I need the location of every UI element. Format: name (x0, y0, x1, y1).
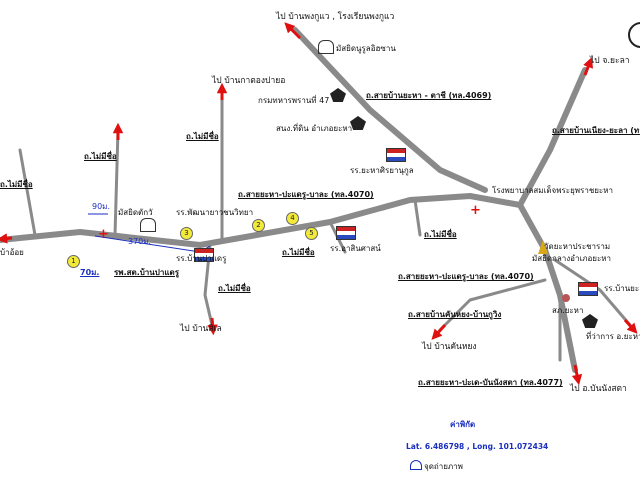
label-no-name-left: ถ.ไม่มีชื่อ (0, 180, 33, 189)
label-road-yala: ถ.สายบ้านเนียง-ยะลา (ทล.) (552, 126, 640, 135)
photo-marker-3[interactable]: 3 (180, 227, 193, 240)
road-ban-katong (113, 128, 120, 237)
arrow-kanhong (431, 323, 447, 340)
photo-marker-5[interactable]: 5 (305, 227, 318, 240)
road-center2 (413, 198, 422, 237)
label-no-name-center: ถ.ไม่มีชื่อ (424, 230, 457, 239)
label-school-padaeru: รร.บ้านปาแดรู (176, 254, 227, 263)
label-district-hall: ที่ว่าการ อ.ยะหา (586, 332, 640, 341)
label-road-4070-right: ถ.สายยะหา-ปะแดรู-บาละ (ทล.4070) (398, 272, 534, 281)
police-icon (562, 294, 570, 302)
label-school-right: รร.บ้านยะ (604, 284, 640, 293)
mosque-icon (318, 40, 334, 54)
label-police: สภ.ยะหา (552, 306, 584, 315)
label-health-center: รพ.สต.บ้านปาแดรู (114, 268, 179, 277)
school-flag-icon (336, 226, 356, 240)
school-flag-icon (194, 248, 214, 262)
label-no-name-south: ถ.ไม่มีชื่อ (218, 284, 251, 293)
label-school-asan: รร.อาสินศาสน์ (330, 244, 381, 253)
label-central-masjid: มัสยิดกลางอำเภอยะหา (532, 254, 612, 263)
label-to-bannang: ไป อ.บันนังสตา (570, 384, 627, 394)
label-road-4077: ถ.สายยะหา-ปะเด-บันนังสตา (ทล.4077) (418, 378, 563, 387)
road-main (0, 193, 578, 373)
label-temple: วัดยะหาประชาราม (544, 242, 611, 251)
label-masjid-nurul: มัสยิดนูรูลอิฮซาน (336, 44, 396, 53)
label-school-phatthana: รร.พัฒนายาวชนวิทยา (176, 208, 254, 217)
label-company47: กรมทหารพรานที่ 47 (258, 96, 330, 105)
label-to-si-le: ไป บ้านสิเล (180, 324, 222, 334)
arrow-left (0, 233, 13, 244)
label-no-name-2: ถ.ไม่มีชื่อ (186, 132, 219, 141)
label-ban-aoi: บ้าอ้อย (0, 248, 24, 257)
label-district-office: สนง.ที่ดิน อำเภอยะหา (276, 124, 353, 133)
road-no-name-left (18, 148, 37, 237)
label-yaha-school: รร.ยะหาศิรยานุกูล (350, 166, 414, 175)
hospital-cross-icon: + (98, 227, 109, 242)
coord-title: ค่าพิกัด (450, 420, 476, 429)
label-hospital: โรงพยาบาลสมเด็จพระยุพราชยะหา (492, 186, 613, 195)
arrow-si-le (207, 317, 218, 336)
label-to-kanhong: ไป บ้านคันหยง (422, 342, 477, 352)
royal-emblem-icon (330, 88, 346, 102)
arrow-north (284, 22, 302, 40)
photo-marker-1[interactable]: 1 (67, 255, 80, 268)
royal-emblem-icon (582, 314, 598, 328)
road-kanhong (438, 278, 547, 332)
arrow-bannang (571, 364, 583, 386)
royal-emblem-icon (350, 116, 366, 130)
label-road-4070-top: ถ.สายยะหา-ปะแดรู-บาละ (ทล.4070) (238, 190, 374, 199)
label-dist-70: 70ม. (80, 268, 100, 277)
photo-marker-2[interactable]: 2 (252, 219, 265, 232)
road-right-school (553, 258, 632, 327)
camera-point-icon (410, 460, 422, 470)
label-dist-370: 370ม. (128, 237, 152, 246)
arrow-yala (583, 57, 594, 76)
label-dist-90: 90ม. (92, 202, 110, 211)
school-flag-icon (386, 148, 406, 162)
label-no-name-1: ถ.ไม่มีชื่อ (84, 152, 117, 161)
photo-marker-4[interactable]: 4 (286, 212, 299, 225)
school-flag-icon (578, 282, 598, 296)
label-photo-point: จุดถ่ายภาพ (424, 462, 463, 471)
temple-icon (538, 240, 548, 254)
label-road-4069: ถ.สายบ้านยะหา - ตาชี (ทล.4069) (366, 91, 492, 100)
road-yala (517, 67, 588, 208)
arrow-right (623, 318, 638, 334)
label-to-yala: ไป จ.ยะลา (590, 56, 630, 66)
coordinates: Lat. 6.486798 , Long. 101.072434 (406, 442, 549, 451)
mosque-icon (140, 218, 156, 232)
label-no-name-mid: ถ.ไม่มีชื่อ (282, 248, 315, 257)
label-to-pongkuae: ไป บ้านพงกูแว , โรงเรียนพงกูแว (276, 12, 395, 22)
label-ban-katong-poey: ไป บ้านกาตองปายอ (212, 76, 286, 86)
hospital-cross-icon: + (470, 203, 481, 218)
label-masjid-tak: มัสยิดตักวั (118, 208, 153, 217)
label-road-kanhong: ถ.สายบ้านคันหยง-บ้านกูวิง (408, 310, 502, 319)
road-north (292, 27, 488, 193)
